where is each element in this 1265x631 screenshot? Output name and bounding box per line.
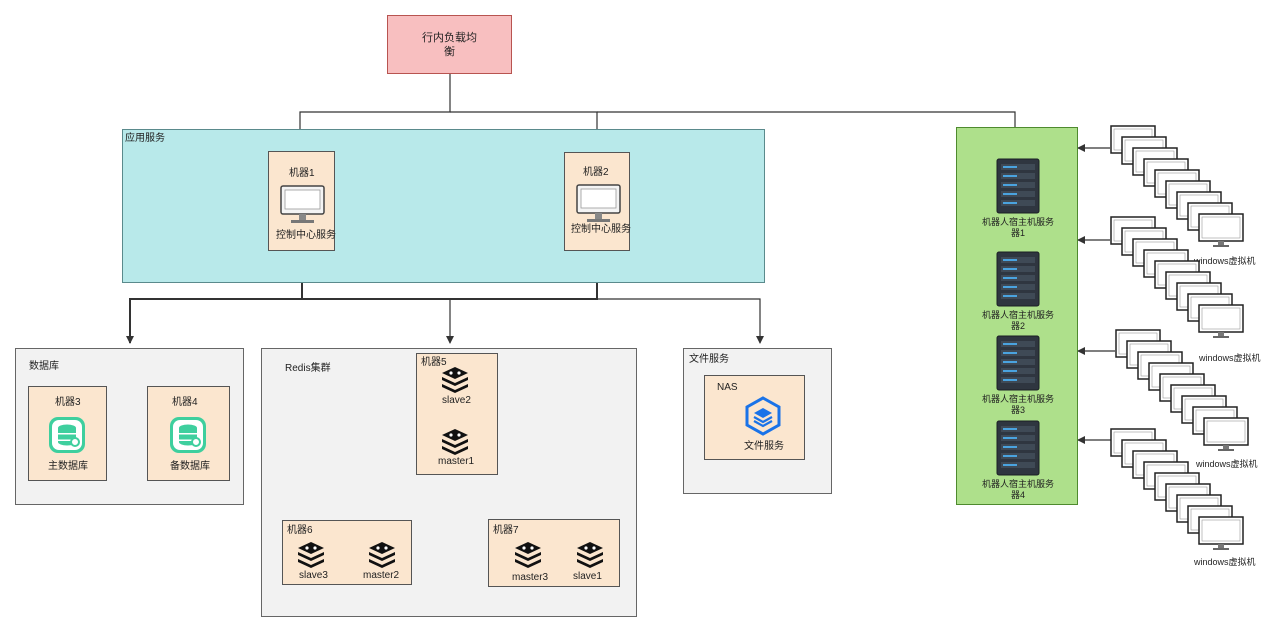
server-icon xyxy=(996,251,1040,307)
robot-server-label-line1: 机器人宿主机服务 xyxy=(981,479,1054,489)
nas-service: 文件服务 xyxy=(744,441,784,452)
load-balancer-label-line2: 衡 xyxy=(444,45,455,58)
machine-2-name: 机器2 xyxy=(583,167,609,178)
server-icon xyxy=(996,158,1040,214)
monitor-icon xyxy=(1198,516,1244,550)
server-icon xyxy=(996,335,1040,391)
machine-1-service: 控制中心服务 xyxy=(276,230,336,241)
database-icon xyxy=(170,417,206,453)
robot-server-label: 机器人宿主机服务器3 xyxy=(968,394,1068,416)
redis-icon xyxy=(442,429,468,455)
database-group-title: 数据库 xyxy=(29,361,59,372)
machine-4: 机器4 备数据库 xyxy=(147,386,230,481)
redis-node-slave1: slave1 xyxy=(573,571,602,582)
robot-server-label-line1: 机器人宿主机服务 xyxy=(981,217,1054,227)
machine-2-service: 控制中心服务 xyxy=(571,224,631,235)
monitor-icon xyxy=(1198,304,1244,338)
robot-server-label-line2: 器1 xyxy=(1010,228,1025,238)
robot-server-label: 机器人宿主机服务器1 xyxy=(968,217,1068,239)
machine-1: 机器1 控制中心服务 xyxy=(268,151,336,251)
robot-server-label-line1: 机器人宿主机服务 xyxy=(981,310,1054,320)
machine-4-name: 机器4 xyxy=(172,397,198,408)
redis-node-slave3: slave3 xyxy=(299,570,328,581)
robot-server-label-line2: 器2 xyxy=(1010,321,1025,331)
app-group-title: 应用服务 xyxy=(125,133,165,144)
machine-3: 机器3 主数据库 xyxy=(28,386,107,481)
redis-node-master2: master2 xyxy=(363,570,400,581)
redis-node-master3: master3 xyxy=(512,572,549,583)
redis-icon xyxy=(515,542,541,568)
file-storage-icon xyxy=(745,396,781,436)
redis-icon xyxy=(369,542,395,568)
windows-vm-label: windows虚拟机 xyxy=(1199,353,1261,363)
monitor-icon xyxy=(1203,417,1249,451)
redis-node-master1: master1 xyxy=(438,456,475,467)
windows-vm-label: windows虚拟机 xyxy=(1196,459,1258,469)
nas-name: NAS xyxy=(717,382,738,393)
machine-5-name: 机器5 xyxy=(421,357,447,368)
load-balancer-label-line1: 行内负载均 xyxy=(422,31,477,44)
robot-server-label-line1: 机器人宿主机服务 xyxy=(981,394,1054,404)
monitor-icon xyxy=(576,184,621,222)
load-balancer-box: 行内负载均 衡 xyxy=(387,15,512,74)
machine-2: 机器2 控制中心服务 xyxy=(564,152,631,251)
machine-7-name: 机器7 xyxy=(493,525,519,536)
machine-6: 机器6 xyxy=(282,520,412,585)
robot-server-label-line2: 器3 xyxy=(1010,405,1025,415)
machine-6-name: 机器6 xyxy=(287,525,313,536)
monitor-icon xyxy=(280,185,325,223)
redis-node-slave2: slave2 xyxy=(442,395,471,406)
monitor-icon xyxy=(1198,213,1244,247)
robot-server-label: 机器人宿主机服务器2 xyxy=(968,310,1068,332)
machine-3-name: 机器3 xyxy=(55,397,81,408)
redis-group-title: Redis集群 xyxy=(285,363,331,374)
app-services-group: 应用服务 xyxy=(122,129,765,283)
database-icon xyxy=(49,417,85,453)
redis-icon xyxy=(442,367,468,393)
server-icon xyxy=(996,420,1040,476)
machine-1-name: 机器1 xyxy=(289,168,315,179)
file-group-title: 文件服务 xyxy=(689,354,729,365)
machine-7: 机器7 xyxy=(488,519,620,587)
robot-server-label: 机器人宿主机服务器4 xyxy=(968,479,1068,501)
robot-server-label-line2: 器4 xyxy=(1010,490,1025,500)
nas-machine: NAS 文件服务 xyxy=(704,375,805,460)
redis-icon xyxy=(577,542,603,568)
windows-vm-label: windows虚拟机 xyxy=(1194,557,1256,567)
machine-4-service: 备数据库 xyxy=(170,461,210,472)
redis-icon xyxy=(298,542,324,568)
machine-3-service: 主数据库 xyxy=(48,461,88,472)
windows-vm-label: windows虚拟机 xyxy=(1194,256,1256,266)
